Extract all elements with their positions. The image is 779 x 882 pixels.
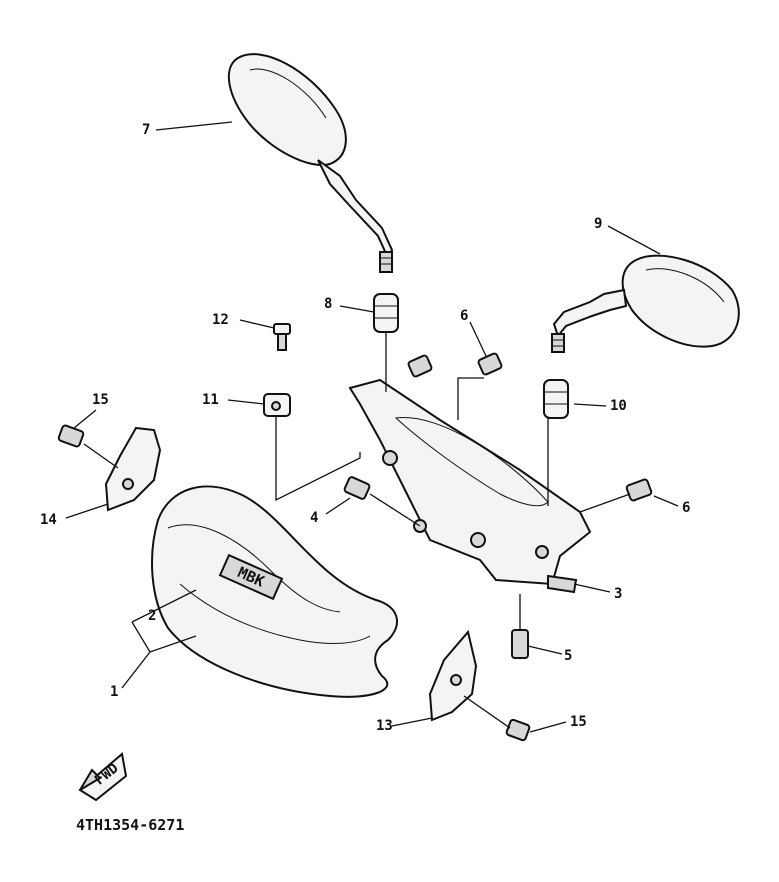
leader-lines (65, 121, 679, 733)
callout-11: 11 (202, 392, 219, 408)
callout-13: 13 (376, 718, 393, 734)
part-7-left-mirror (228, 53, 394, 273)
callout-9: 9 (594, 216, 602, 232)
part-13-right-panel (428, 629, 478, 722)
callout-5: 5 (564, 648, 572, 664)
callout-4: 4 (310, 510, 318, 526)
part-10-grommet (543, 379, 569, 419)
callout-15-right: 15 (570, 714, 587, 730)
part-12-bolt (273, 323, 291, 351)
part-15-screw-left (57, 424, 85, 448)
diagram-code: 4TH1354-6271 (76, 816, 184, 834)
part-15-screw-right (505, 718, 531, 742)
callout-6-upper: 6 (460, 308, 468, 324)
callout-14: 14 (40, 512, 57, 528)
callout-8: 8 (324, 296, 332, 312)
callout-6-right: 6 (682, 500, 690, 516)
part-9-right-mirror (551, 254, 740, 353)
callout-10: 10 (610, 398, 627, 414)
part-3-rear-cover (348, 378, 592, 594)
callout-2: 2 (148, 608, 156, 624)
callout-1: 1 (110, 684, 118, 700)
part-4-screw (343, 476, 371, 500)
part-5-screw (511, 629, 529, 659)
part-8-grommet (373, 293, 399, 333)
part-14-left-panel (104, 426, 162, 512)
callout-15-left: 15 (92, 392, 109, 408)
part-1-front-cover: MBK (151, 485, 398, 698)
front-direction-arrow: FWD (78, 752, 128, 802)
callout-7: 7 (142, 122, 150, 138)
callout-12: 12 (212, 312, 229, 328)
part-6-screw-right (625, 478, 653, 502)
part-11-nut (263, 393, 291, 417)
callout-3: 3 (614, 586, 622, 602)
part-6-screw-upper (407, 352, 503, 378)
